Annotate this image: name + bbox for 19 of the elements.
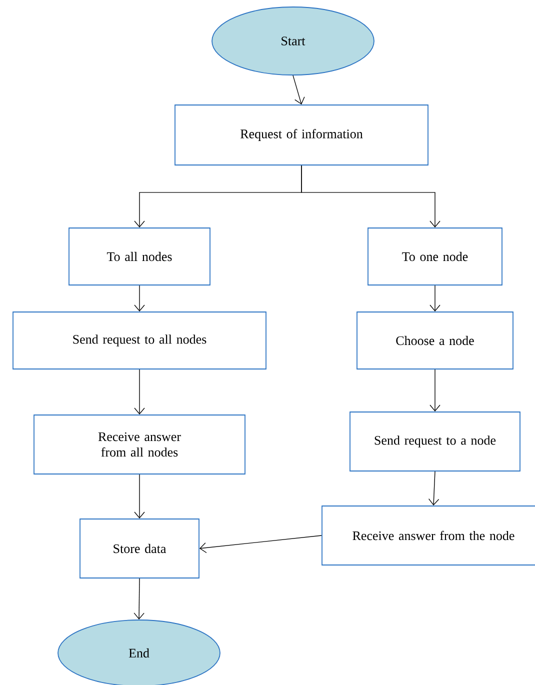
arrow xyxy=(430,285,440,312)
arrow xyxy=(292,75,305,105)
arrow xyxy=(199,535,322,554)
process-box: To one node xyxy=(368,228,502,286)
arrow xyxy=(134,285,145,312)
arrow xyxy=(134,474,145,519)
process-box: Choose a node xyxy=(356,312,514,370)
arrow xyxy=(134,578,144,620)
process-box: Store data xyxy=(80,518,200,578)
process-box: To all nodes xyxy=(68,228,210,286)
arrow xyxy=(301,165,440,228)
process-box: Send request to all nodes xyxy=(12,312,266,370)
arrow xyxy=(430,369,440,412)
process-box: Request of information xyxy=(174,104,428,166)
arrow xyxy=(428,471,440,506)
arrow xyxy=(134,369,145,415)
process-box: Receive answer from the node xyxy=(322,506,535,566)
process-box: Send request to a node xyxy=(350,412,520,472)
process-box: Receive answer from all nodes xyxy=(34,414,246,474)
